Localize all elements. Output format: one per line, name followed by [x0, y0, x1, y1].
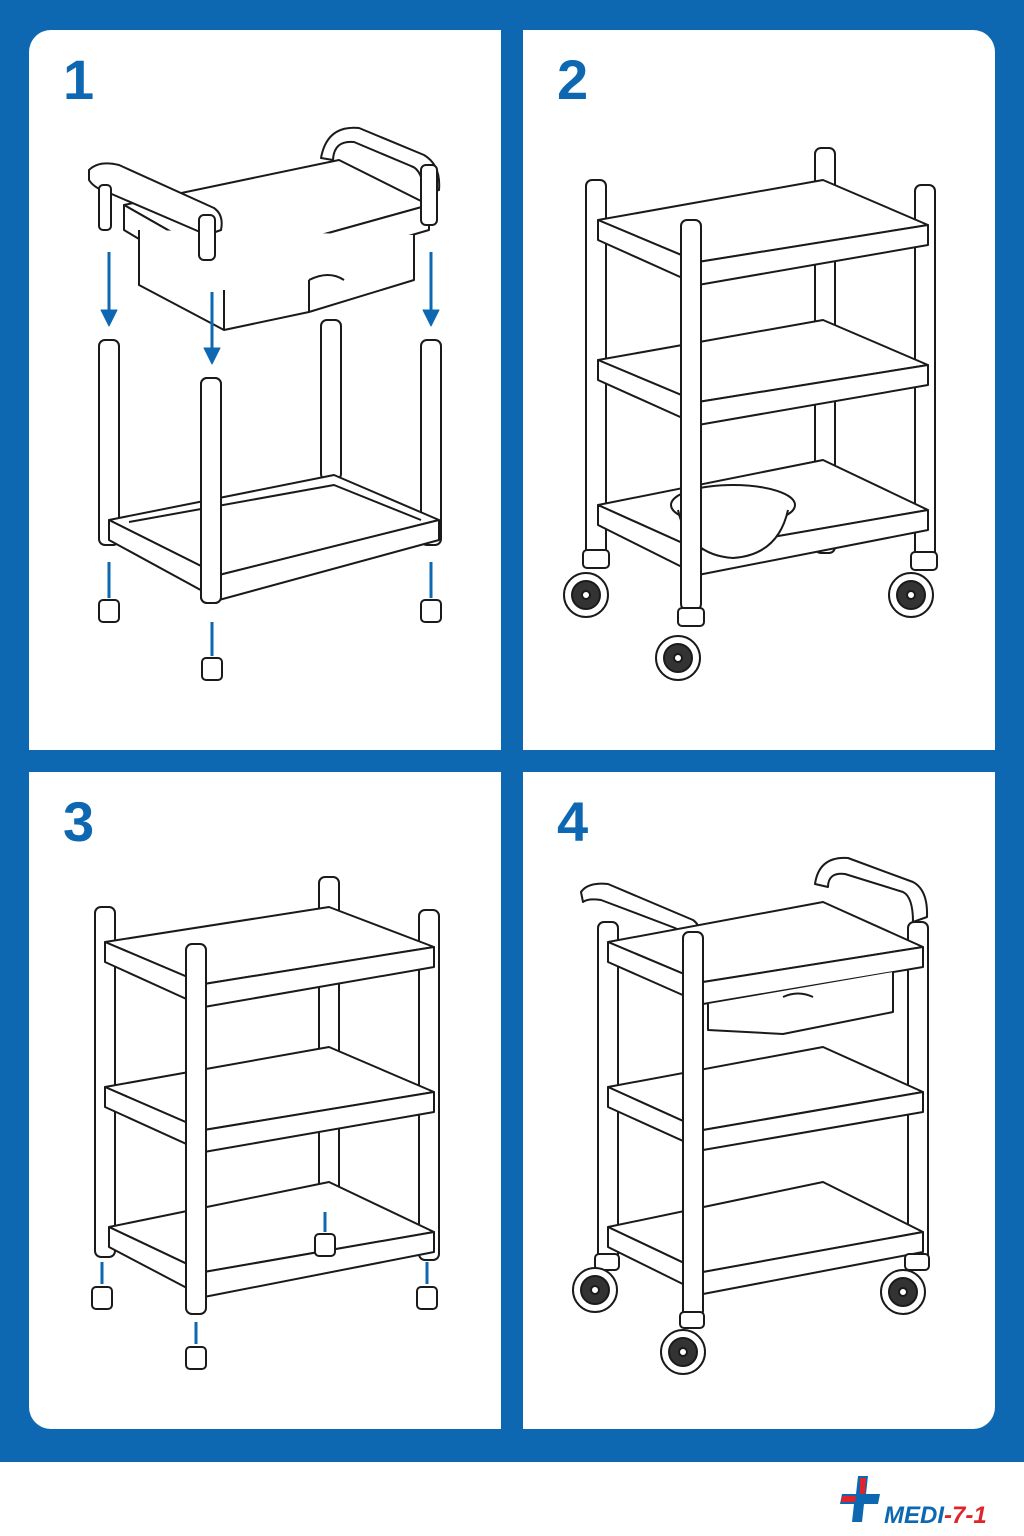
brand-name-main: MEDI: [884, 1502, 944, 1529]
casters: [572, 1253, 930, 1375]
top-tray-with-handles: [88, 126, 441, 331]
step-2-number: 2: [557, 48, 589, 111]
step-3-panel: 3: [29, 772, 501, 1429]
step-1-number: 1: [63, 48, 95, 111]
brand-name-suffix: -7-1: [944, 1502, 987, 1529]
step-4-number: 4: [557, 790, 589, 853]
step-4-illustration: [572, 856, 930, 1375]
shelves: [104, 906, 435, 1298]
step-2-illustration: [563, 147, 938, 681]
feet: [91, 1212, 438, 1370]
step-3-number: 3: [63, 790, 95, 853]
brand-logo: MEDI-7-1: [838, 1472, 998, 1532]
medical-cross-icon: [840, 1476, 880, 1522]
bottom-shelf: [108, 377, 440, 604]
brand-name: MEDI-7-1: [884, 1502, 987, 1530]
step-4-panel: 4: [523, 772, 995, 1429]
handles: [580, 856, 929, 951]
down-arrows: [100, 252, 440, 365]
step-3-illustration: [91, 876, 440, 1370]
shelves-with-drawer: [607, 901, 924, 1295]
feet: [98, 562, 442, 681]
step-2-panel: 2: [523, 30, 995, 750]
casters: [563, 549, 938, 681]
step-1-panel: 1: [29, 30, 501, 750]
step-1-illustration: [88, 126, 442, 681]
